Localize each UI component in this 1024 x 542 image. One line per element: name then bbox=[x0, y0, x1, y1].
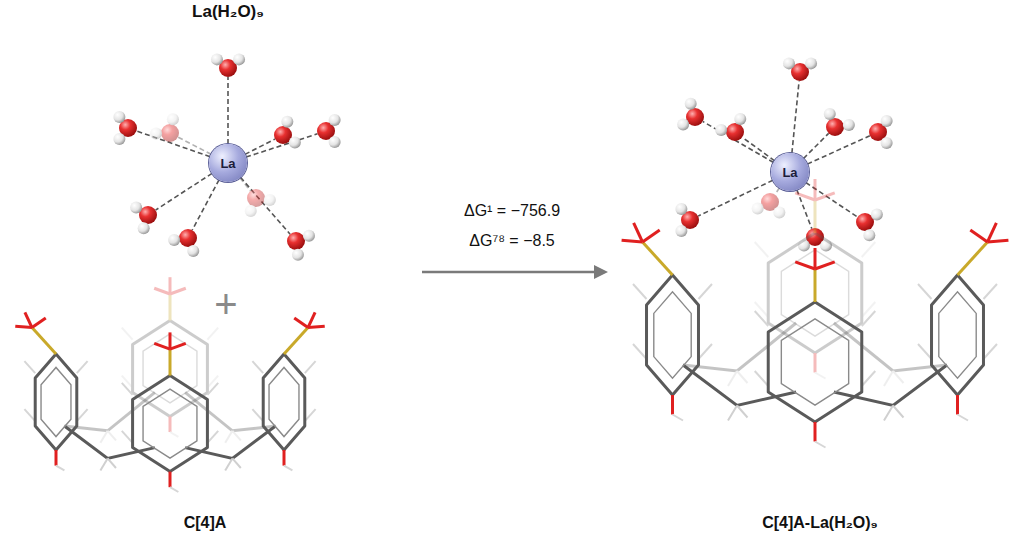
coordination-bond bbox=[803, 133, 828, 158]
coordination-bond bbox=[178, 137, 211, 154]
coordination-bond bbox=[192, 180, 219, 230]
label-text: ΔG¹ = −756.9 bbox=[464, 202, 560, 219]
water-molecule bbox=[168, 229, 199, 257]
water-molecule bbox=[287, 230, 315, 261]
coordination-bond bbox=[807, 136, 870, 164]
molecule-name: La(H₂O)₉ bbox=[192, 3, 264, 22]
metal-ion: La bbox=[771, 153, 809, 191]
coordination-bond bbox=[156, 173, 213, 210]
water-molecule bbox=[211, 53, 245, 77]
ion-symbol: La bbox=[220, 156, 235, 171]
calixarene-structure bbox=[622, 179, 1009, 448]
plus-sign: + bbox=[214, 282, 237, 326]
ion-symbol: La bbox=[782, 165, 797, 180]
metal-ion: La bbox=[209, 144, 247, 182]
molecule-name: C[4]A bbox=[184, 514, 227, 532]
coordination-bond bbox=[240, 178, 251, 191]
energy-value: ΔG¹ = −756.9 bbox=[464, 202, 560, 220]
coordination-bond bbox=[775, 188, 779, 195]
coordination-bond bbox=[227, 77, 229, 144]
water-molecule bbox=[677, 98, 704, 131]
water-molecule bbox=[856, 209, 883, 242]
water-molecule bbox=[274, 116, 301, 149]
water-molecule bbox=[783, 57, 817, 81]
label-text: ΔG⁷⁸ = −8.5 bbox=[469, 232, 555, 249]
calixarene-structure bbox=[15, 277, 324, 492]
water-molecule bbox=[675, 203, 699, 237]
label-text: C[4]A bbox=[184, 514, 227, 531]
label-text: + bbox=[214, 282, 237, 326]
label-text: La(H₂O)₉ bbox=[192, 2, 264, 21]
water-molecule bbox=[869, 115, 893, 149]
water-molecule bbox=[752, 193, 786, 218]
coordination-bond bbox=[742, 137, 774, 161]
energy-value: ΔG⁷⁸ = −8.5 bbox=[469, 232, 555, 250]
coordination-bond bbox=[792, 81, 799, 153]
coordination-bond bbox=[245, 139, 275, 154]
water-molecule bbox=[245, 189, 276, 217]
water-molecule bbox=[130, 202, 157, 235]
label-text: C[4]A-La(H₂O)₉ bbox=[762, 514, 878, 531]
water-molecule bbox=[317, 114, 341, 148]
coordination-bond bbox=[698, 180, 773, 216]
hydrated-ion bbox=[113, 53, 340, 260]
reaction-arrow bbox=[422, 265, 608, 279]
water-molecule bbox=[715, 113, 746, 141]
water-molecule bbox=[113, 111, 137, 145]
water-molecule bbox=[150, 113, 179, 142]
coordination-bond bbox=[703, 122, 774, 163]
water-molecule bbox=[824, 108, 855, 136]
hydrated-ion bbox=[675, 57, 892, 251]
coordination-bond bbox=[240, 177, 290, 234]
molecule-name: C[4]A-La(H₂O)₉ bbox=[762, 514, 878, 532]
